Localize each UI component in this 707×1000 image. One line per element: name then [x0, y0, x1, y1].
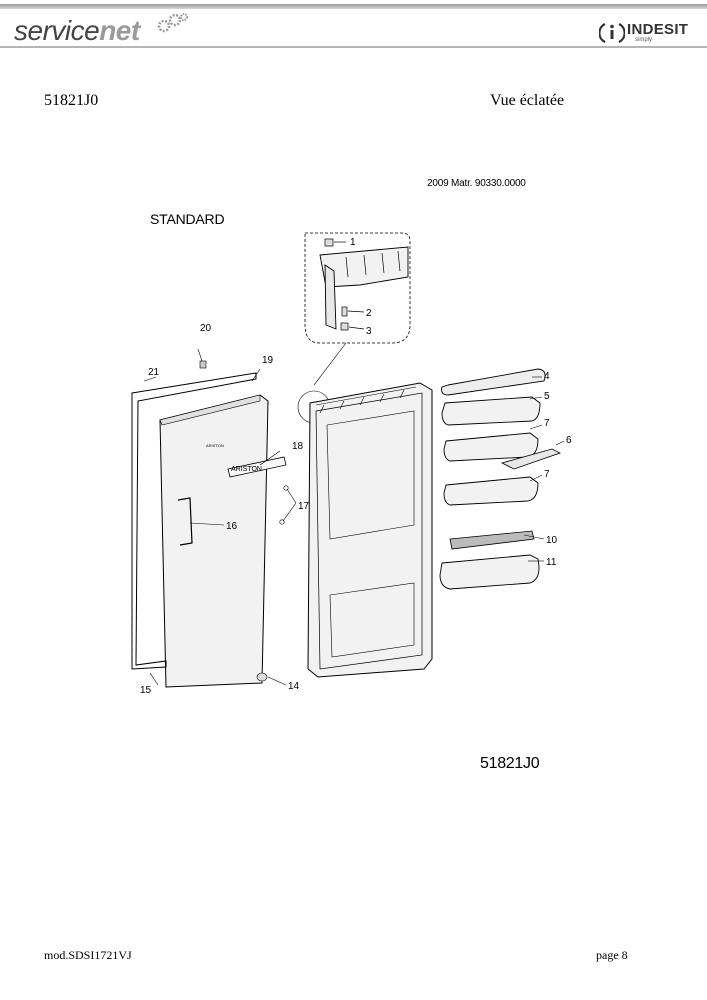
door-shelves: [439, 368, 562, 590]
callout-19: 19: [262, 355, 274, 366]
logo-service-text: service: [14, 15, 100, 46]
callout-15: 15: [140, 685, 152, 696]
header-line-top: [0, 4, 707, 9]
callout-18: 18: [292, 441, 304, 452]
matr-line: 2009 Matr. 90330.0000: [427, 178, 526, 189]
door-liner: [307, 382, 433, 678]
document-code: 51821J0: [44, 92, 99, 109]
gears-icon: [157, 13, 188, 33]
callout-11: 11: [546, 557, 557, 568]
exploded-view-diagram: ARISTON ARISTON 1 2 3: [131, 232, 572, 696]
callout-4: 4: [544, 371, 550, 382]
callout-7a: 7: [544, 418, 550, 429]
callout-7b: 7: [544, 469, 550, 480]
indesit-wordmark: INDESIT: [627, 21, 689, 38]
callout-numbers: 1 2 3 4 5 6 7 7 10 11 14 15 16 17 18 19 …: [140, 237, 572, 696]
callout-10: 10: [546, 535, 558, 546]
callout-16: 16: [226, 521, 238, 532]
callout-20: 20: [200, 323, 212, 334]
leader-lines: [143, 348, 565, 686]
bottom-code: 51821J0: [480, 755, 540, 772]
servicenet-logo: servicenet: [14, 13, 188, 46]
callout-3: 3: [366, 326, 372, 337]
header-line-bottom: [0, 46, 707, 48]
door-badge-text: ARISTON: [231, 466, 262, 473]
indesit-tagline: simply: [635, 37, 653, 43]
callout-14: 14: [288, 681, 300, 692]
logo-net-text: net: [99, 15, 140, 46]
callout-1: 1: [350, 237, 356, 248]
callout-2: 2: [366, 308, 372, 319]
callout-17: 17: [298, 501, 310, 512]
footer-model-ref: mod.SDSI1721VJ: [44, 948, 132, 962]
indesit-logo: INDESIT simply: [599, 20, 695, 46]
outer-door: ARISTON ARISTON: [131, 360, 289, 688]
callout-6: 6: [566, 435, 572, 446]
detail-inset: [304, 232, 411, 344]
variant-label: STANDARD: [150, 211, 225, 227]
indesit-i-icon: [599, 23, 625, 43]
door-badge-small-text: ARISTON: [206, 443, 224, 448]
footer-page-number: page 8: [596, 948, 628, 962]
view-title: Vue éclatée: [490, 92, 565, 109]
callout-21: 21: [148, 367, 160, 378]
callout-5: 5: [544, 391, 550, 402]
